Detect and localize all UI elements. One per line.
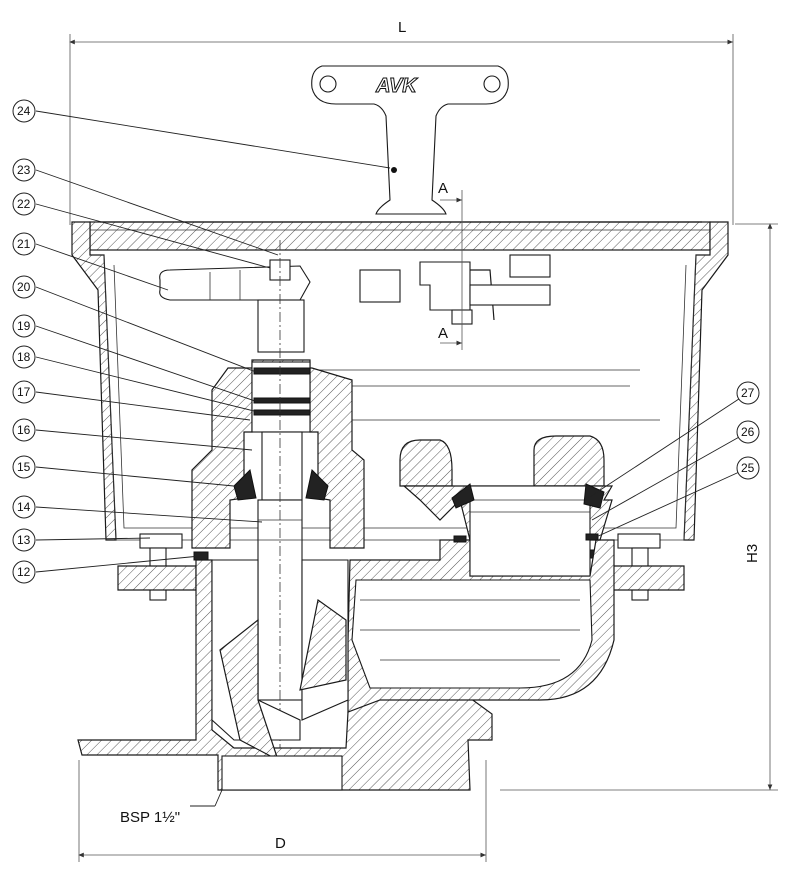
callout-leaders [35,110,749,573]
dimension-l-label: L [398,19,406,36]
svg-text:25: 25 [741,461,755,475]
dimension-d: D [78,760,487,862]
dimension-l: L [69,19,734,225]
svg-text:17: 17 [17,385,31,399]
spindle [257,240,303,770]
valve-key: AVK [311,65,509,215]
callout-17: 17 [12,380,36,404]
callout-12: 12 [12,560,36,584]
callout-23: 23 [12,158,36,182]
callout-26: 26 [736,420,760,444]
lid-latch [359,254,551,325]
svg-text:27: 27 [741,386,755,400]
callout-13: 13 [12,528,36,552]
callout-21: 21 [12,232,36,256]
svg-text:13: 13 [17,533,31,547]
svg-text:22: 22 [17,197,31,211]
callout-20: 20 [12,275,36,299]
svg-text:18: 18 [17,350,31,364]
svg-text:16: 16 [17,423,31,437]
bonnet [191,359,365,549]
callout-22: 22 [12,192,36,216]
svg-text:21: 21 [17,237,31,251]
callout-16: 16 [12,418,36,442]
svg-text:12: 12 [17,565,31,579]
operating-cap [159,259,311,353]
svg-text:19: 19 [17,319,31,333]
svg-text:15: 15 [17,460,31,474]
callout-25: 25 [736,456,760,480]
svg-text:14: 14 [17,500,31,514]
callout-15: 15 [12,455,36,479]
svg-text:23: 23 [17,163,31,177]
section-label-bottom: A [438,325,448,342]
dimension-h3-label: H3 [744,544,761,563]
outlet-coupling [399,435,614,577]
dimension-h3: H3 [500,223,778,791]
thread-label: BSP 1½" [120,809,180,826]
callout-24: 24 [12,99,36,123]
thread-callout: BSP 1½" [120,789,223,826]
surface-box-body [71,221,729,541]
surface-box-lid [89,221,711,251]
avk-logo: AVK [375,75,418,97]
section-marks: A A [438,180,463,350]
svg-text:24: 24 [17,104,31,118]
dimension-d-label: D [275,835,286,852]
callout-18: 18 [12,345,36,369]
section-label-top: A [438,180,448,197]
valve-body [77,539,615,791]
svg-text:20: 20 [17,280,31,294]
callout-27: 27 [736,381,760,405]
svg-text:26: 26 [741,425,755,439]
callout-14: 14 [12,495,36,519]
callout-19: 19 [12,314,36,338]
